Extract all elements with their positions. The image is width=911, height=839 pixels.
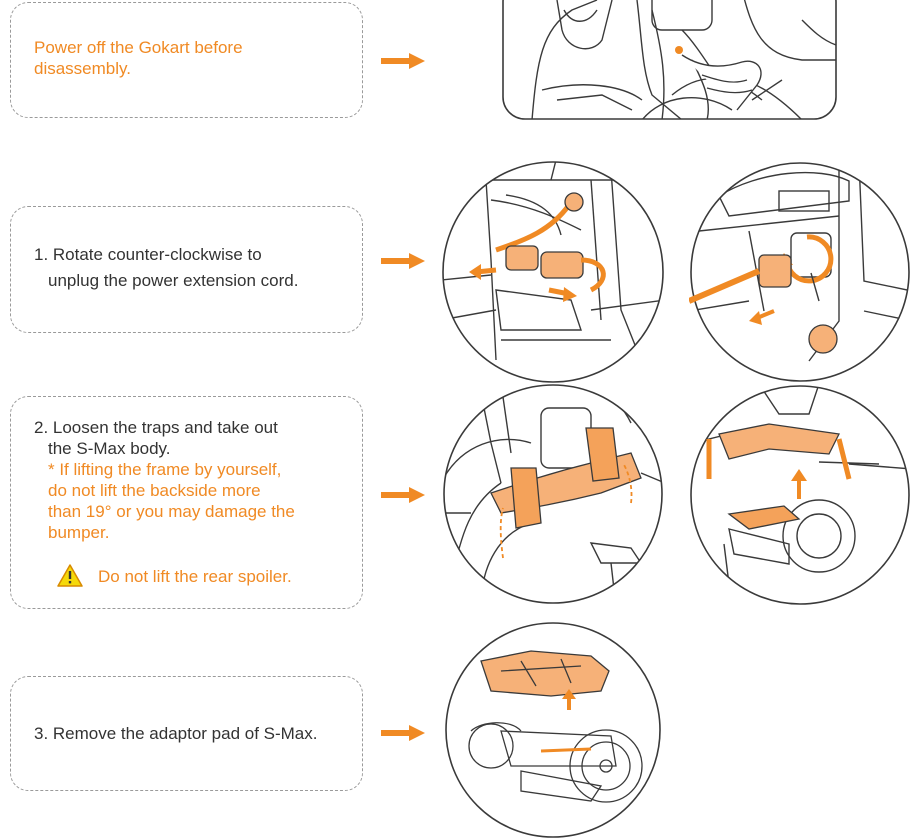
step-2-warning: Do not lift the rear spoiler. (98, 566, 292, 587)
remove-adaptor-pad-illustration (441, 621, 665, 839)
step-2-note2: do not lift the backside more (48, 480, 261, 501)
unplug-cord-illustration-1 (441, 160, 665, 384)
power-button-illustration (502, 0, 838, 120)
lift-body-illustration (689, 384, 911, 607)
step-0-text: Power off the Gokart before disassembly. (34, 37, 294, 79)
step-1-line2: unplug the power extension cord. (48, 270, 298, 291)
step-2-line1: 2. Loosen the traps and take out (34, 417, 278, 438)
step-2-note1: * If lifting the frame by yourself, (48, 459, 281, 480)
step-3-text: 3. Remove the adaptor pad of S-Max. (34, 723, 318, 744)
step-2-note4: bumper. (48, 522, 109, 543)
right-arrow-icon (381, 725, 427, 741)
step-2-note3: than 19° or you may damage the (48, 501, 295, 522)
right-arrow-icon (381, 487, 427, 503)
right-arrow-icon (381, 253, 427, 269)
warning-triangle-icon (57, 564, 83, 587)
loosen-straps-illustration (441, 383, 665, 606)
step-1-line1: 1. Rotate counter-clockwise to (34, 244, 262, 265)
step-2-line2: the S-Max body. (48, 438, 171, 459)
unplug-cord-illustration-2 (689, 161, 911, 384)
right-arrow-icon (381, 53, 427, 69)
